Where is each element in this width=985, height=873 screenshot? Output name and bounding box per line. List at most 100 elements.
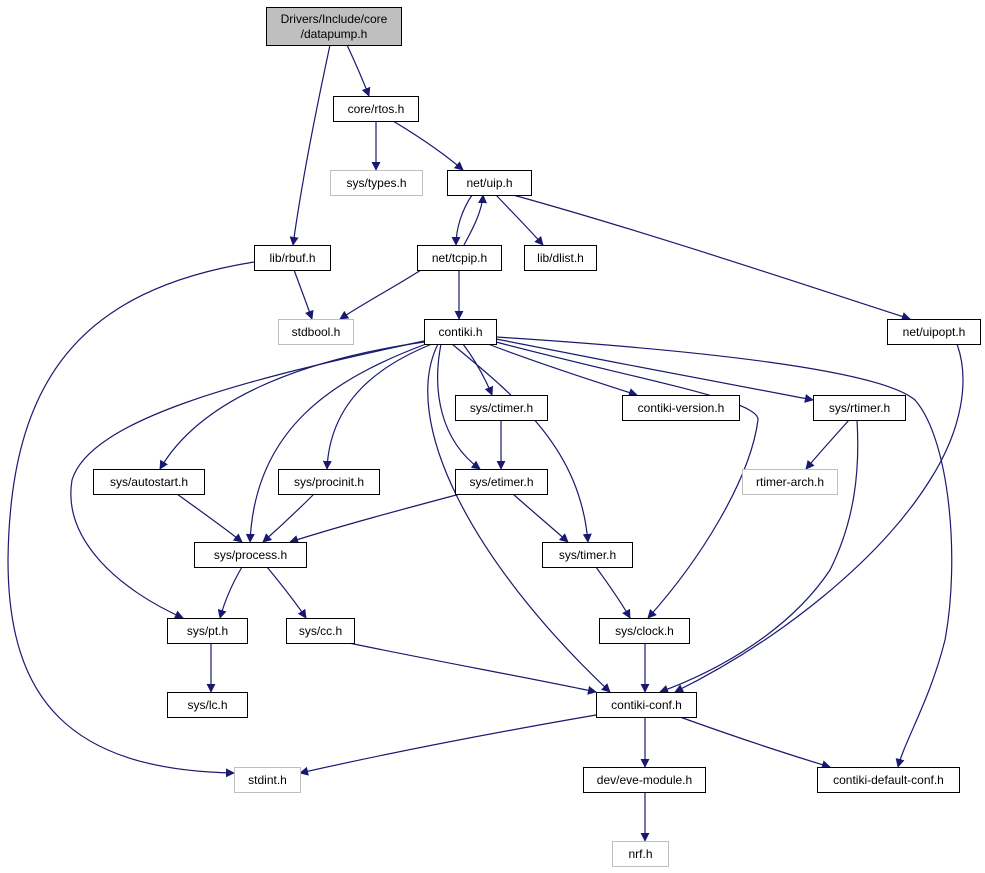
edge-contiki-to-autostart xyxy=(159,341,425,470)
node-box-version xyxy=(622,395,740,421)
edge-contiki-to-rtimer xyxy=(495,338,814,403)
edge-tcpip-to-stdbool xyxy=(339,269,422,320)
node-version[interactable]: contiki-version.h xyxy=(622,395,740,421)
node-box-rtimerarch xyxy=(742,469,838,495)
node-conf[interactable]: contiki-conf.h xyxy=(596,692,697,718)
node-rbuf[interactable]: lib/rbuf.h xyxy=(254,245,331,271)
edge-contiki-to-ctimer xyxy=(462,343,494,396)
edge-conf-to-stdint xyxy=(299,714,597,776)
node-evemodule[interactable]: dev/eve-module.h xyxy=(583,767,706,793)
edge-conf-to-defaultconf xyxy=(679,716,831,769)
node-label-dlist: lib/dlist.h xyxy=(537,251,584,265)
node-box-rtos xyxy=(333,96,419,122)
node-box-contiki xyxy=(424,319,497,345)
edge-autostart-to-process xyxy=(176,493,243,543)
node-label-stdint: stdint.h xyxy=(248,773,287,787)
node-label-procinit: sys/procinit.h xyxy=(294,475,364,489)
edges-layer xyxy=(7,44,964,842)
node-box-timer xyxy=(542,542,633,568)
edge-rtimer-to-conf xyxy=(659,419,859,694)
node-label-version: contiki-version.h xyxy=(638,401,725,415)
node-label-datapump-line-1: Drivers/Include/core xyxy=(281,12,388,26)
node-box-conf xyxy=(596,692,697,718)
node-box-rbuf xyxy=(254,245,331,271)
node-dlist[interactable]: lib/dlist.h xyxy=(524,245,597,271)
node-procinit[interactable]: sys/procinit.h xyxy=(278,469,380,495)
edge-cc-to-conf xyxy=(348,642,597,695)
edge-uip-to-uipopt xyxy=(512,194,911,321)
edge-etimer-to-timer xyxy=(512,493,569,543)
node-label-ctimer: sys/ctimer.h xyxy=(470,401,533,415)
node-datapump[interactable]: Drivers/Include/core/datapump.h xyxy=(266,7,402,46)
edge-rtimer-to-rtimerarch xyxy=(805,419,850,470)
edge-timer-to-clock xyxy=(595,566,631,619)
node-clock[interactable]: sys/clock.h xyxy=(599,618,690,644)
edge-uip-to-dlist xyxy=(495,194,544,246)
node-types: sys/types.h xyxy=(330,170,423,196)
node-label-tcpip: net/tcpip.h xyxy=(432,251,487,265)
node-box-lc xyxy=(167,692,248,718)
node-stdbool: stdbool.h xyxy=(278,319,354,345)
node-rtimerarch: rtimer-arch.h xyxy=(742,469,838,495)
node-box-tcpip xyxy=(417,245,502,271)
node-box-datapump xyxy=(266,7,402,46)
node-label-lc: sys/lc.h xyxy=(187,698,227,712)
node-contiki[interactable]: contiki.h xyxy=(424,319,497,345)
node-box-process xyxy=(194,542,307,568)
edge-rtos-to-uip xyxy=(392,120,464,171)
node-box-cc xyxy=(286,618,355,644)
node-label-uipopt: net/uipopt.h xyxy=(903,325,966,339)
node-box-procinit xyxy=(278,469,380,495)
node-label-uip: net/uip.h xyxy=(466,176,512,190)
edge-process-to-pt xyxy=(217,566,243,619)
edge-procinit-to-process xyxy=(262,493,315,543)
edge-contiki-to-clock xyxy=(495,341,759,619)
edge-rbuf-to-stdint xyxy=(7,261,255,778)
edge-rbuf-to-stdbool xyxy=(293,269,314,320)
node-box-rtimer xyxy=(813,395,906,421)
node-label-cc: sys/cc.h xyxy=(299,624,342,638)
node-box-nrf xyxy=(612,841,669,867)
node-lc[interactable]: sys/lc.h xyxy=(167,692,248,718)
node-label-contiki: contiki.h xyxy=(438,325,482,339)
node-label-rtimerarch: rtimer-arch.h xyxy=(756,475,824,489)
node-autostart[interactable]: sys/autostart.h xyxy=(93,469,205,495)
node-defaultconf[interactable]: contiki-default-conf.h xyxy=(817,767,960,793)
node-box-ctimer xyxy=(455,395,548,421)
node-pt[interactable]: sys/pt.h xyxy=(167,618,248,644)
node-rtimer[interactable]: sys/rtimer.h xyxy=(813,395,906,421)
node-process[interactable]: sys/process.h xyxy=(194,542,307,568)
edge-process-to-cc xyxy=(266,566,307,619)
edge-contiki-to-conf xyxy=(427,343,611,693)
node-nrf: nrf.h xyxy=(612,841,669,867)
edge-contiki-to-defaultconf xyxy=(495,336,953,768)
node-label-autostart: sys/autostart.h xyxy=(110,475,188,489)
node-uipopt[interactable]: net/uipopt.h xyxy=(887,319,981,345)
edge-uipopt-to-conf xyxy=(674,343,964,693)
node-timer[interactable]: sys/timer.h xyxy=(542,542,633,568)
node-label-types: sys/types.h xyxy=(346,176,406,190)
node-label-rbuf: lib/rbuf.h xyxy=(269,251,315,265)
node-label-pt: sys/pt.h xyxy=(187,624,228,638)
node-ctimer[interactable]: sys/ctimer.h xyxy=(455,395,548,421)
node-box-evemodule xyxy=(583,767,706,793)
edge-contiki-to-version xyxy=(487,343,638,397)
node-label-rtimer: sys/rtimer.h xyxy=(829,401,890,415)
node-etimer[interactable]: sys/etimer.h xyxy=(455,469,548,495)
node-tcpip[interactable]: net/tcpip.h xyxy=(417,245,502,271)
node-box-types xyxy=(330,170,423,196)
node-box-defaultconf xyxy=(817,767,960,793)
node-cc[interactable]: sys/cc.h xyxy=(286,618,355,644)
node-label-stdbool: stdbool.h xyxy=(292,325,341,339)
node-box-etimer xyxy=(455,469,548,495)
edge-contiki-to-etimer xyxy=(437,343,481,470)
edge-etimer-to-process xyxy=(289,493,461,544)
node-uip[interactable]: net/uip.h xyxy=(447,170,532,196)
node-box-dlist xyxy=(524,245,597,271)
node-label-defaultconf: contiki-default-conf.h xyxy=(833,773,944,787)
node-box-stdint xyxy=(234,767,301,793)
node-rtos[interactable]: core/rtos.h xyxy=(333,96,419,122)
node-box-pt xyxy=(167,618,248,644)
edge-contiki-to-procinit xyxy=(322,343,433,470)
